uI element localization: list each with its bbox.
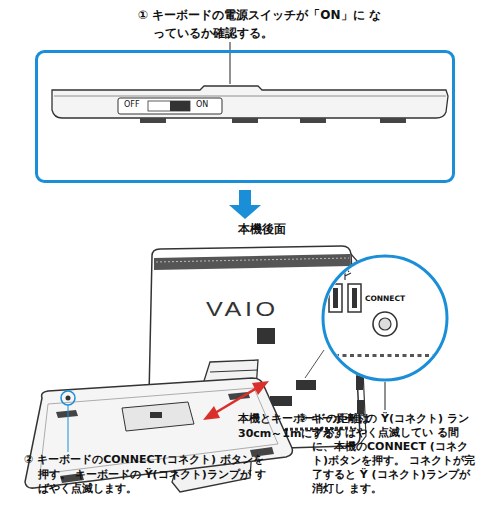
vent-hole (380, 354, 384, 357)
outline (35, 50, 455, 183)
keyboard-foot (232, 118, 258, 123)
flow-arrow (229, 205, 261, 219)
inset-border (37, 52, 454, 182)
leader-line (305, 350, 324, 378)
vent-holes (156, 258, 349, 262)
usb-tongue (333, 288, 338, 308)
keyboard-foot (380, 118, 406, 123)
inset-circle (323, 256, 447, 380)
arrow-head (252, 381, 269, 395)
vent-hole (410, 354, 414, 357)
usb-symbol (339, 266, 351, 280)
usb-port (348, 284, 361, 312)
flow-arrow (239, 190, 251, 206)
battery-cover (122, 402, 194, 431)
vent-hole (433, 354, 437, 357)
step-note: ① キーボードの電源スイッチが「ON」に なっているか確認する。 (138, 6, 389, 42)
cover-latch (150, 412, 162, 418)
logo-text: VAIO (206, 296, 302, 322)
switch-label: OFF (124, 100, 140, 110)
vent-hole (388, 354, 392, 357)
leader-line (230, 42, 231, 84)
connect-button (373, 312, 397, 336)
vent-hole (395, 354, 399, 357)
port-label: CONNECT (321, 294, 449, 304)
arrow-head (203, 406, 220, 420)
step-note: ② キーボードのCONNECT(コネクト) ボタンを押す。 キーボードの Ÿ(コ… (24, 453, 266, 497)
vent-hole (358, 354, 362, 357)
highlight-ring (61, 391, 75, 405)
power-switch (118, 98, 222, 114)
vent-hole (350, 354, 354, 357)
vent-hole (373, 354, 377, 357)
usb-tongue (352, 288, 357, 308)
stand-hinge (210, 370, 258, 372)
inset-box: OFF ON (35, 50, 455, 183)
leader-line (68, 405, 69, 452)
vent-hole (418, 354, 422, 357)
vent-hole (335, 354, 339, 357)
rear-port (270, 396, 292, 406)
vent-hole (365, 354, 369, 357)
button-cap (379, 318, 391, 330)
leader-line (385, 382, 386, 410)
vent-stripe (154, 254, 351, 270)
vent-hole (403, 354, 407, 357)
vent-hole (425, 354, 429, 357)
keyboard-foot (300, 118, 326, 123)
detail-inset: CONNECT (321, 254, 449, 382)
distance-arrow (210, 385, 262, 416)
rear-vent (257, 328, 275, 344)
side-port (356, 376, 363, 390)
keyboard-foot (140, 118, 166, 123)
switch-slot (148, 101, 190, 111)
port-detail (329, 266, 437, 357)
keyboard-foot (56, 410, 78, 418)
side-port (357, 400, 364, 414)
view-title: 本機後面 (238, 221, 318, 237)
connect-button (66, 396, 71, 401)
vent-hole (343, 354, 347, 357)
rear-port (296, 380, 316, 390)
outline (321, 254, 449, 382)
keyboard-edge (54, 96, 446, 97)
step-note: ③ キーボードの Ÿ(コネクト) ランプがすばやく点滅してい る間に、本機のCO… (298, 412, 478, 496)
switch-knob (170, 101, 190, 111)
keyboard-side (52, 86, 448, 118)
switch-label: ON (196, 100, 208, 110)
usb-port (329, 284, 342, 312)
